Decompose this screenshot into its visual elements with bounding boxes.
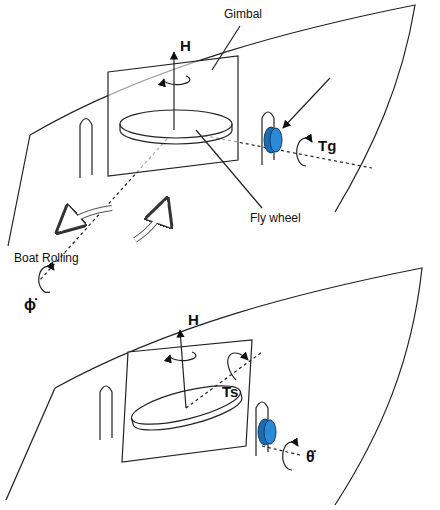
torque-axis	[186, 352, 262, 408]
rate-label: θ̇	[306, 448, 315, 466]
roll-rate-arrow	[39, 266, 54, 292]
spin-arrow	[170, 352, 196, 361]
hull-outline	[30, 5, 415, 212]
gimbal-frame	[122, 340, 252, 462]
gimbal-frame	[108, 56, 238, 176]
torque-label: Ts	[222, 384, 238, 401]
vector-label: H	[188, 312, 199, 329]
roll-arrow	[60, 208, 112, 230]
gimbal-roller	[264, 127, 282, 153]
pointer-arrow	[283, 78, 330, 128]
spin-axis	[173, 52, 174, 130]
rate-arrow	[283, 442, 298, 470]
gimbal-roller	[258, 419, 276, 445]
motion-label: Boat Rolling	[14, 252, 79, 265]
roll-arrow	[135, 202, 166, 240]
rate-label: ϕ̇	[24, 296, 36, 314]
spin-axis	[180, 330, 186, 408]
roll-arrow	[60, 208, 112, 230]
spin-arrow	[164, 76, 190, 85]
torque-arrow	[297, 138, 312, 166]
flywheel	[120, 124, 232, 144]
hull-outline	[6, 388, 55, 500]
torque-arrow	[228, 353, 248, 380]
torque-label: Tg	[318, 138, 336, 155]
leader-line	[196, 130, 262, 208]
hull-outline	[8, 135, 30, 246]
part-label: Fly wheel	[250, 212, 301, 225]
leader-line	[212, 26, 240, 70]
bearing-support	[100, 386, 112, 440]
part-label: Gimbal	[224, 8, 262, 21]
vector-label: H	[180, 38, 191, 55]
flywheel	[120, 110, 232, 138]
roll-arrow	[135, 202, 166, 240]
gimbal-axis	[262, 446, 300, 455]
hull-outline	[55, 268, 422, 505]
bearing-support	[80, 119, 92, 179]
